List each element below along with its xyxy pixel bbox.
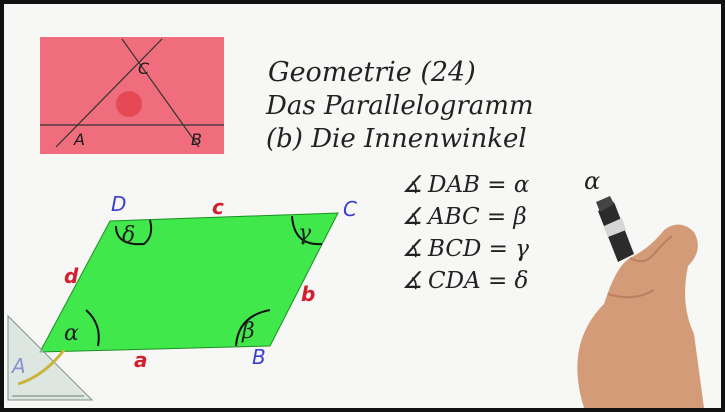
- thumbnail-label-a: A: [73, 130, 85, 149]
- angle-def-3: ∡ BCD = γ: [402, 236, 529, 262]
- hand-with-marker-icon: [577, 196, 704, 408]
- thumbnail-line-bc: [121, 38, 200, 148]
- angle-label-beta: β: [241, 319, 255, 344]
- angle-arc-alpha: [85, 309, 100, 347]
- side-label-c: c: [212, 195, 224, 219]
- angle-arc-delta: [115, 219, 153, 246]
- set-square-icon: [7, 314, 94, 401]
- angle-label-gamma: γ: [298, 221, 312, 246]
- title-block: Geometrie (24) Das Parallelogramm (b) Di…: [265, 57, 534, 154]
- angle-label-delta: δ: [122, 223, 135, 248]
- angle-arc-gamma: [291, 215, 323, 246]
- parallelogram-figure: α β γ δ A B C D a b c d: [10, 192, 357, 378]
- thumbnail-dot: [116, 91, 142, 117]
- angle-label-alpha: α: [64, 321, 79, 346]
- thumbnail-label-b: B: [191, 130, 202, 149]
- side-label-b: b: [301, 282, 315, 306]
- angle-definitions: ∡ DAB = α ∡ ABC = β ∡ BCD = γ ∡ CDA = δ …: [402, 167, 600, 294]
- angle-def-2: ∡ ABC = β: [402, 204, 527, 230]
- vertex-label-b: B: [252, 345, 266, 369]
- angle-symbol-icon: ∡: [402, 172, 423, 198]
- angle-def-text: CDA = δ: [428, 268, 528, 294]
- triangle-thumbnail: A B C: [40, 37, 224, 154]
- parallelogram-shape: [39, 212, 339, 353]
- angle-def-4: ∡ CDA = δ: [402, 268, 528, 294]
- angle-def-text: BCD = γ: [427, 236, 529, 262]
- title-line-1: Geometrie (24): [268, 57, 476, 88]
- angle-def-text: DAB = α: [427, 172, 530, 198]
- angle-symbol-icon: ∡: [402, 236, 423, 262]
- vertex-label-d: D: [111, 192, 126, 216]
- side-note-alpha: α: [584, 167, 600, 195]
- thumbnail-line-ac: [55, 38, 163, 148]
- thumbnail-label-c: C: [138, 59, 150, 78]
- side-label-a: a: [134, 348, 148, 372]
- angle-def-1: ∡ DAB = α: [402, 172, 530, 198]
- title-line-3: (b) Die Innenwinkel: [266, 124, 527, 154]
- angle-symbol-icon: ∡: [402, 204, 423, 230]
- angle-arc-beta: [235, 309, 271, 347]
- board-canvas: A B C Geometrie (24) Das Parallelogramm …: [7, 37, 704, 408]
- angle-symbol-icon: ∡: [402, 268, 423, 294]
- title-line-2: Das Parallelogramm: [265, 91, 534, 121]
- angle-def-text: ABC = β: [426, 204, 527, 230]
- vertex-label-c: C: [343, 197, 357, 221]
- side-label-d: d: [64, 264, 79, 288]
